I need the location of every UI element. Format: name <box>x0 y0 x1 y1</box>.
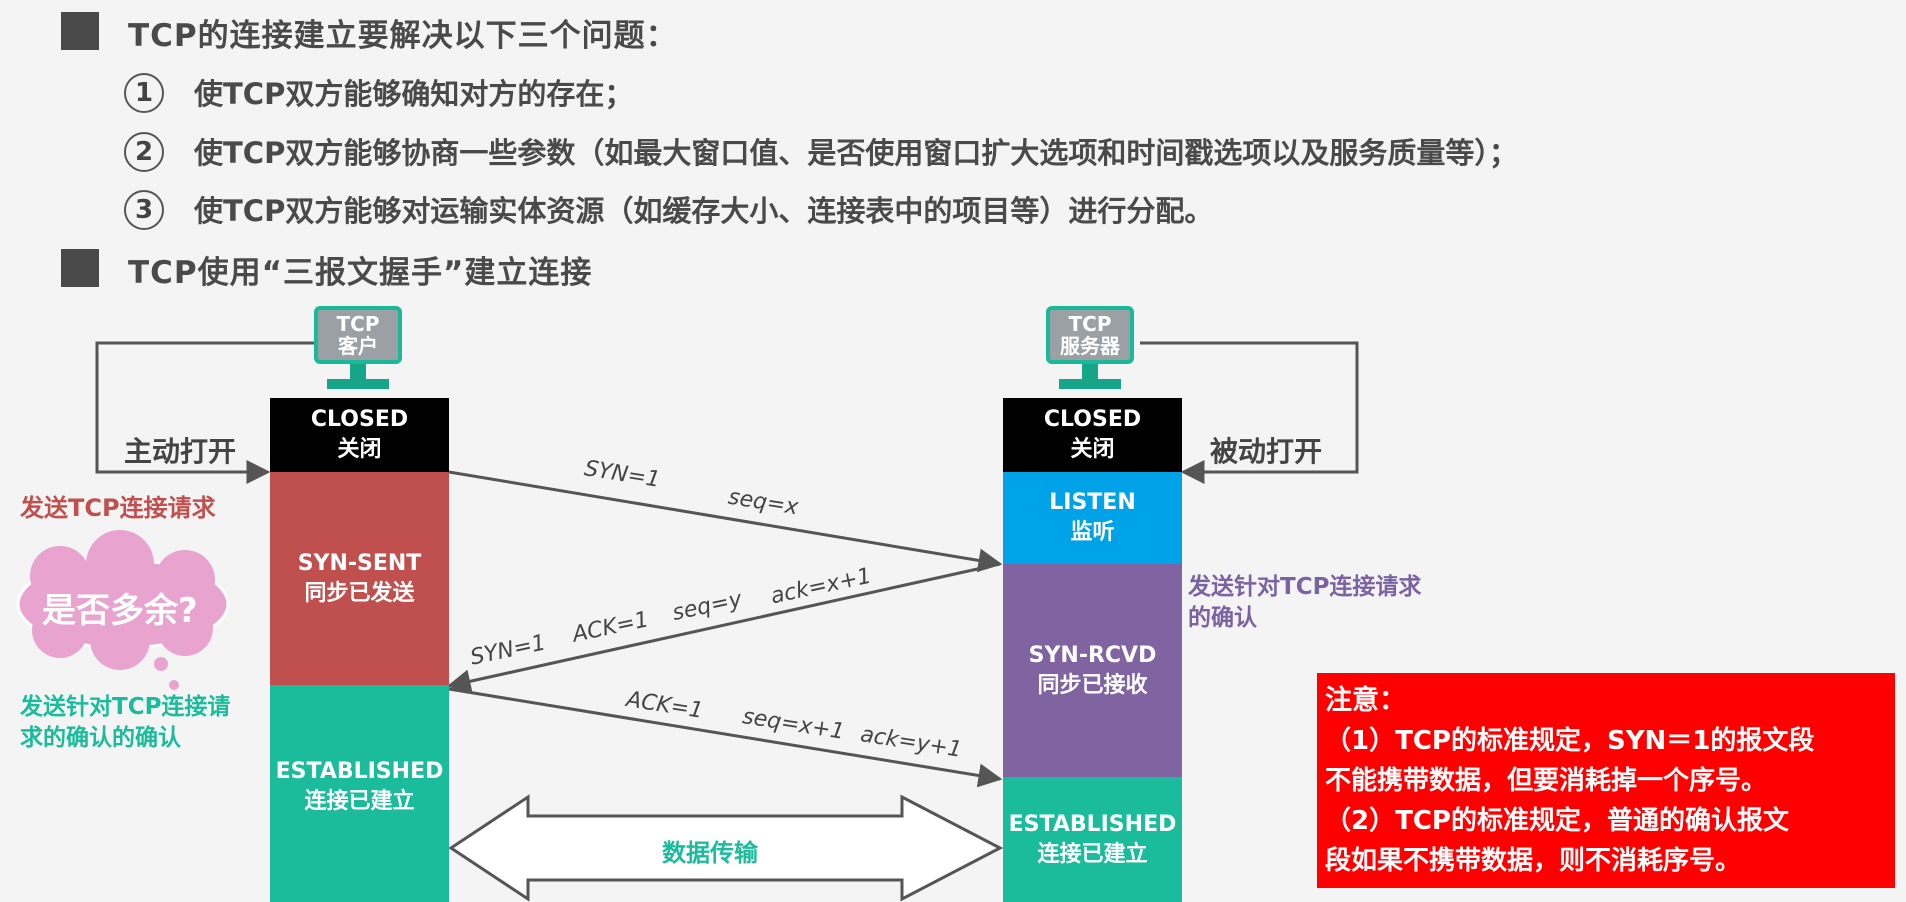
client-syn-sent-zh: 同步已发送 <box>304 580 415 606</box>
server-listen-zh: 监听 <box>1070 520 1115 545</box>
send-ack-label: 发送针对TCP连接请求 的确认 <box>1188 572 1421 634</box>
note-box: 注意： （1）TCP的标准规定，SYN＝1的报文段 不能携带数据，但要消耗掉一个… <box>1317 673 1895 888</box>
server-closed-zh: 关闭 <box>1070 437 1115 462</box>
send-request-label: 发送TCP连接请求 <box>20 494 216 522</box>
client-computer-base <box>327 379 389 389</box>
data-transfer-label: 数据传输 <box>662 839 758 867</box>
server-computer-line1: TCP <box>1068 312 1112 336</box>
server-state-syn-rcvd: SYN-RCVD 同步已接收 <box>1003 564 1182 777</box>
note-line3: （2）TCP的标准规定，普通的确认报文 <box>1325 806 1789 836</box>
note-line1: （1）TCP的标准规定，SYN＝1的报文段 <box>1325 726 1815 756</box>
note-title: 注意： <box>1325 685 1406 716</box>
note-line2: 不能携带数据，但要消耗掉一个序号。 <box>1325 766 1768 796</box>
send-ack-ack-line1: 发送针对TCP连接请 <box>20 694 231 720</box>
server-state-closed: CLOSED 关闭 <box>1003 398 1182 472</box>
note-line4: 段如果不携带数据，则不消耗序号。 <box>1325 846 1742 876</box>
server-computer-base <box>1059 379 1121 389</box>
client-established-zh: 连接已建立 <box>304 788 415 814</box>
server-syn-rcvd-zh: 同步已接收 <box>1037 672 1148 698</box>
message-3-arrow <box>448 687 1003 788</box>
client-state-established: ESTABLISHED 连接已建立 <box>270 685 449 902</box>
client-computer-icon: TCP 客户 <box>314 306 402 364</box>
item-1-text: 使TCP双方能够确知对方的存在； <box>194 77 634 111</box>
client-state-closed: CLOSED 关闭 <box>270 398 449 472</box>
heading-problems: TCP的连接建立要解决以下三个问题： <box>128 18 678 54</box>
active-open-loop <box>95 341 314 484</box>
item-number-2: 2 <box>124 132 164 172</box>
data-transfer-arrow <box>448 794 1004 902</box>
client-computer-stand <box>350 364 366 379</box>
bullet-square-1 <box>61 12 99 50</box>
bullet-square-2 <box>61 249 99 287</box>
active-open-label: 主动打开 <box>124 435 237 468</box>
client-closed-zh: 关闭 <box>337 437 382 462</box>
server-closed-en: CLOSED <box>1043 407 1142 433</box>
server-computer-stand <box>1082 364 1098 379</box>
item-number-3: 3 <box>124 190 164 230</box>
passive-open-label: 被动打开 <box>1210 435 1323 468</box>
passive-open-loop <box>1140 341 1359 484</box>
server-state-established: ESTABLISHED 连接已建立 <box>1003 777 1182 902</box>
item-3-text: 使TCP双方能够对运输实体资源（如缓存大小、连接表中的项目等）进行分配。 <box>194 194 1214 228</box>
send-ack-ack-label: 发送针对TCP连接请 求的确认的确认 <box>20 692 230 754</box>
message-2-arrow <box>446 562 1001 694</box>
heading-three-way: TCP使用“三报文握手”建立连接 <box>128 255 593 291</box>
item-number-1: 1 <box>124 73 164 113</box>
server-established-en: ESTABLISHED <box>1008 811 1177 837</box>
client-computer-line2: 客户 <box>338 334 378 358</box>
message-1-arrow <box>448 470 1003 573</box>
client-state-syn-sent: SYN-SENT 同步已发送 <box>270 472 449 685</box>
server-state-listen: LISTEN 监听 <box>1003 472 1182 564</box>
send-ack-line2: 的确认 <box>1188 605 1257 632</box>
client-established-en: ESTABLISHED <box>275 759 444 784</box>
server-computer-icon: TCP 服务器 <box>1046 306 1134 364</box>
server-computer-line2: 服务器 <box>1060 334 1120 358</box>
server-established-zh: 连接已建立 <box>1037 841 1148 867</box>
send-ack-ack-line2: 求的确认的确认 <box>20 725 181 752</box>
thought-cloud <box>16 530 230 690</box>
client-closed-en: CLOSED <box>310 407 409 433</box>
item-2-text: 使TCP双方能够协商一些参数（如最大窗口值、是否使用窗口扩大选项和时间戳选项以及… <box>194 136 1518 170</box>
client-computer-line1: TCP <box>336 312 380 336</box>
server-listen-en: LISTEN <box>1049 490 1136 516</box>
cloud-text: 是否多余? <box>42 591 198 631</box>
server-syn-rcvd-en: SYN-RCVD <box>1028 642 1157 668</box>
client-syn-sent-en: SYN-SENT <box>297 550 422 576</box>
send-ack-line1: 发送针对TCP连接请求 <box>1188 574 1422 600</box>
